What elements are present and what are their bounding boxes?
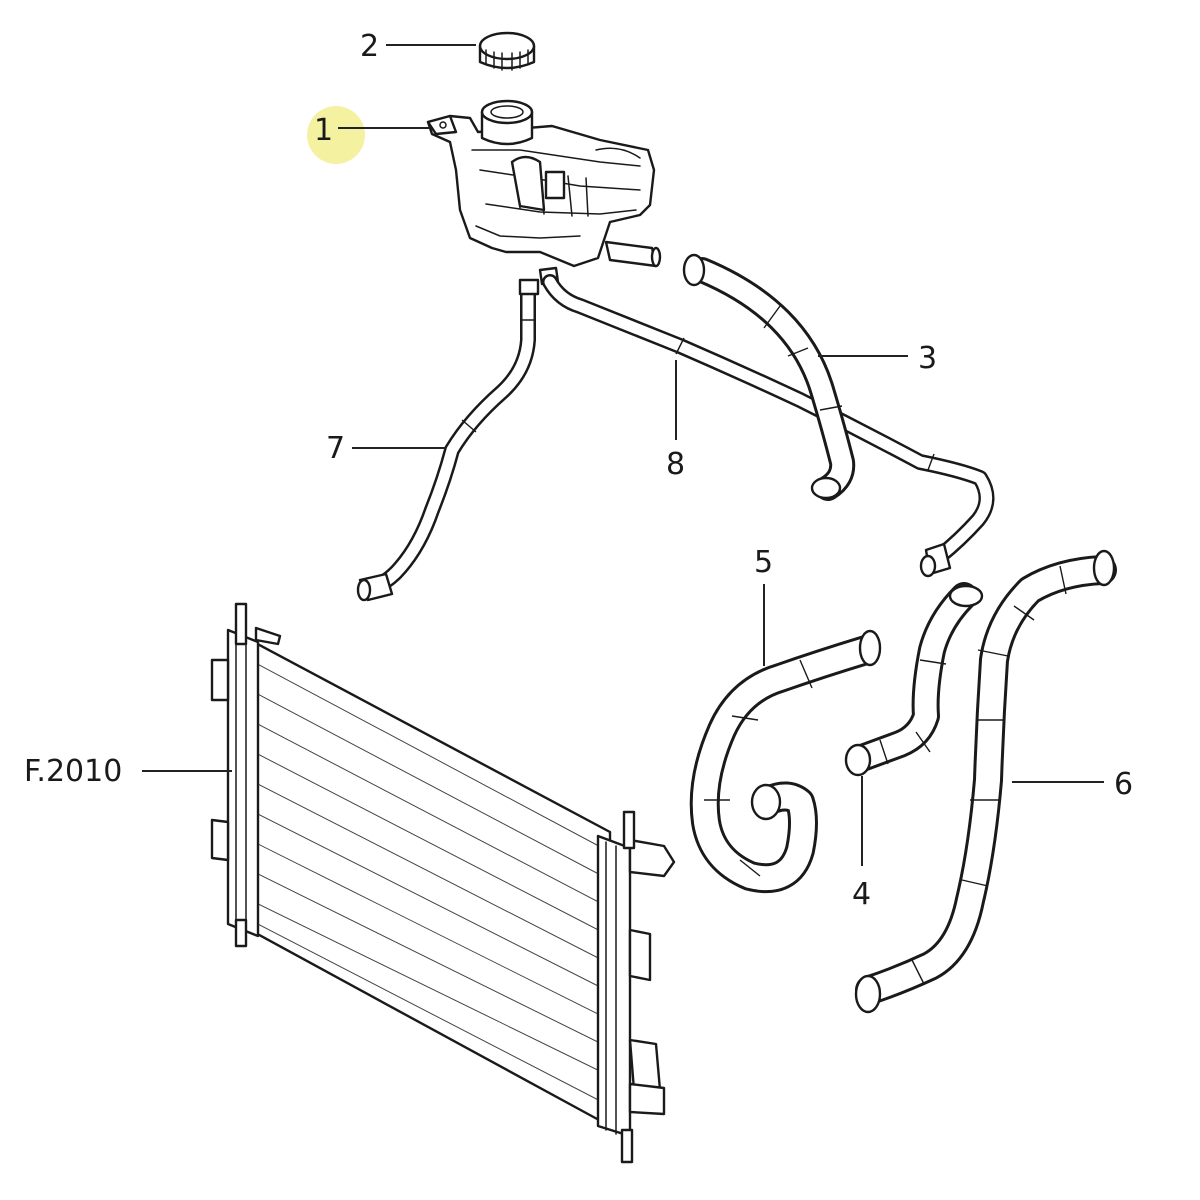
callout-1-label: 1 — [314, 113, 333, 148]
callout-7-label: 7 — [326, 431, 345, 466]
hose-4 — [844, 582, 984, 777]
hose-8 — [542, 274, 995, 578]
reservoir-cap — [478, 31, 536, 71]
hose-7 — [356, 278, 540, 602]
callout-3-label: 3 — [918, 341, 937, 376]
callout-4-label: 4 — [852, 877, 871, 912]
callout-2-label: 2 — [360, 29, 379, 64]
callout-1-highlight — [307, 106, 365, 164]
callout-6-label: 6 — [1114, 767, 1133, 802]
callout-radiator-label: F.2010 — [24, 754, 122, 789]
hose-3 — [682, 253, 856, 501]
callout-8-label: 8 — [666, 447, 685, 482]
callout-5-label: 5 — [754, 545, 773, 580]
hose-6 — [854, 549, 1117, 1014]
hose-5 — [689, 629, 882, 894]
radiator — [210, 602, 676, 1164]
expansion-tank — [426, 99, 662, 286]
